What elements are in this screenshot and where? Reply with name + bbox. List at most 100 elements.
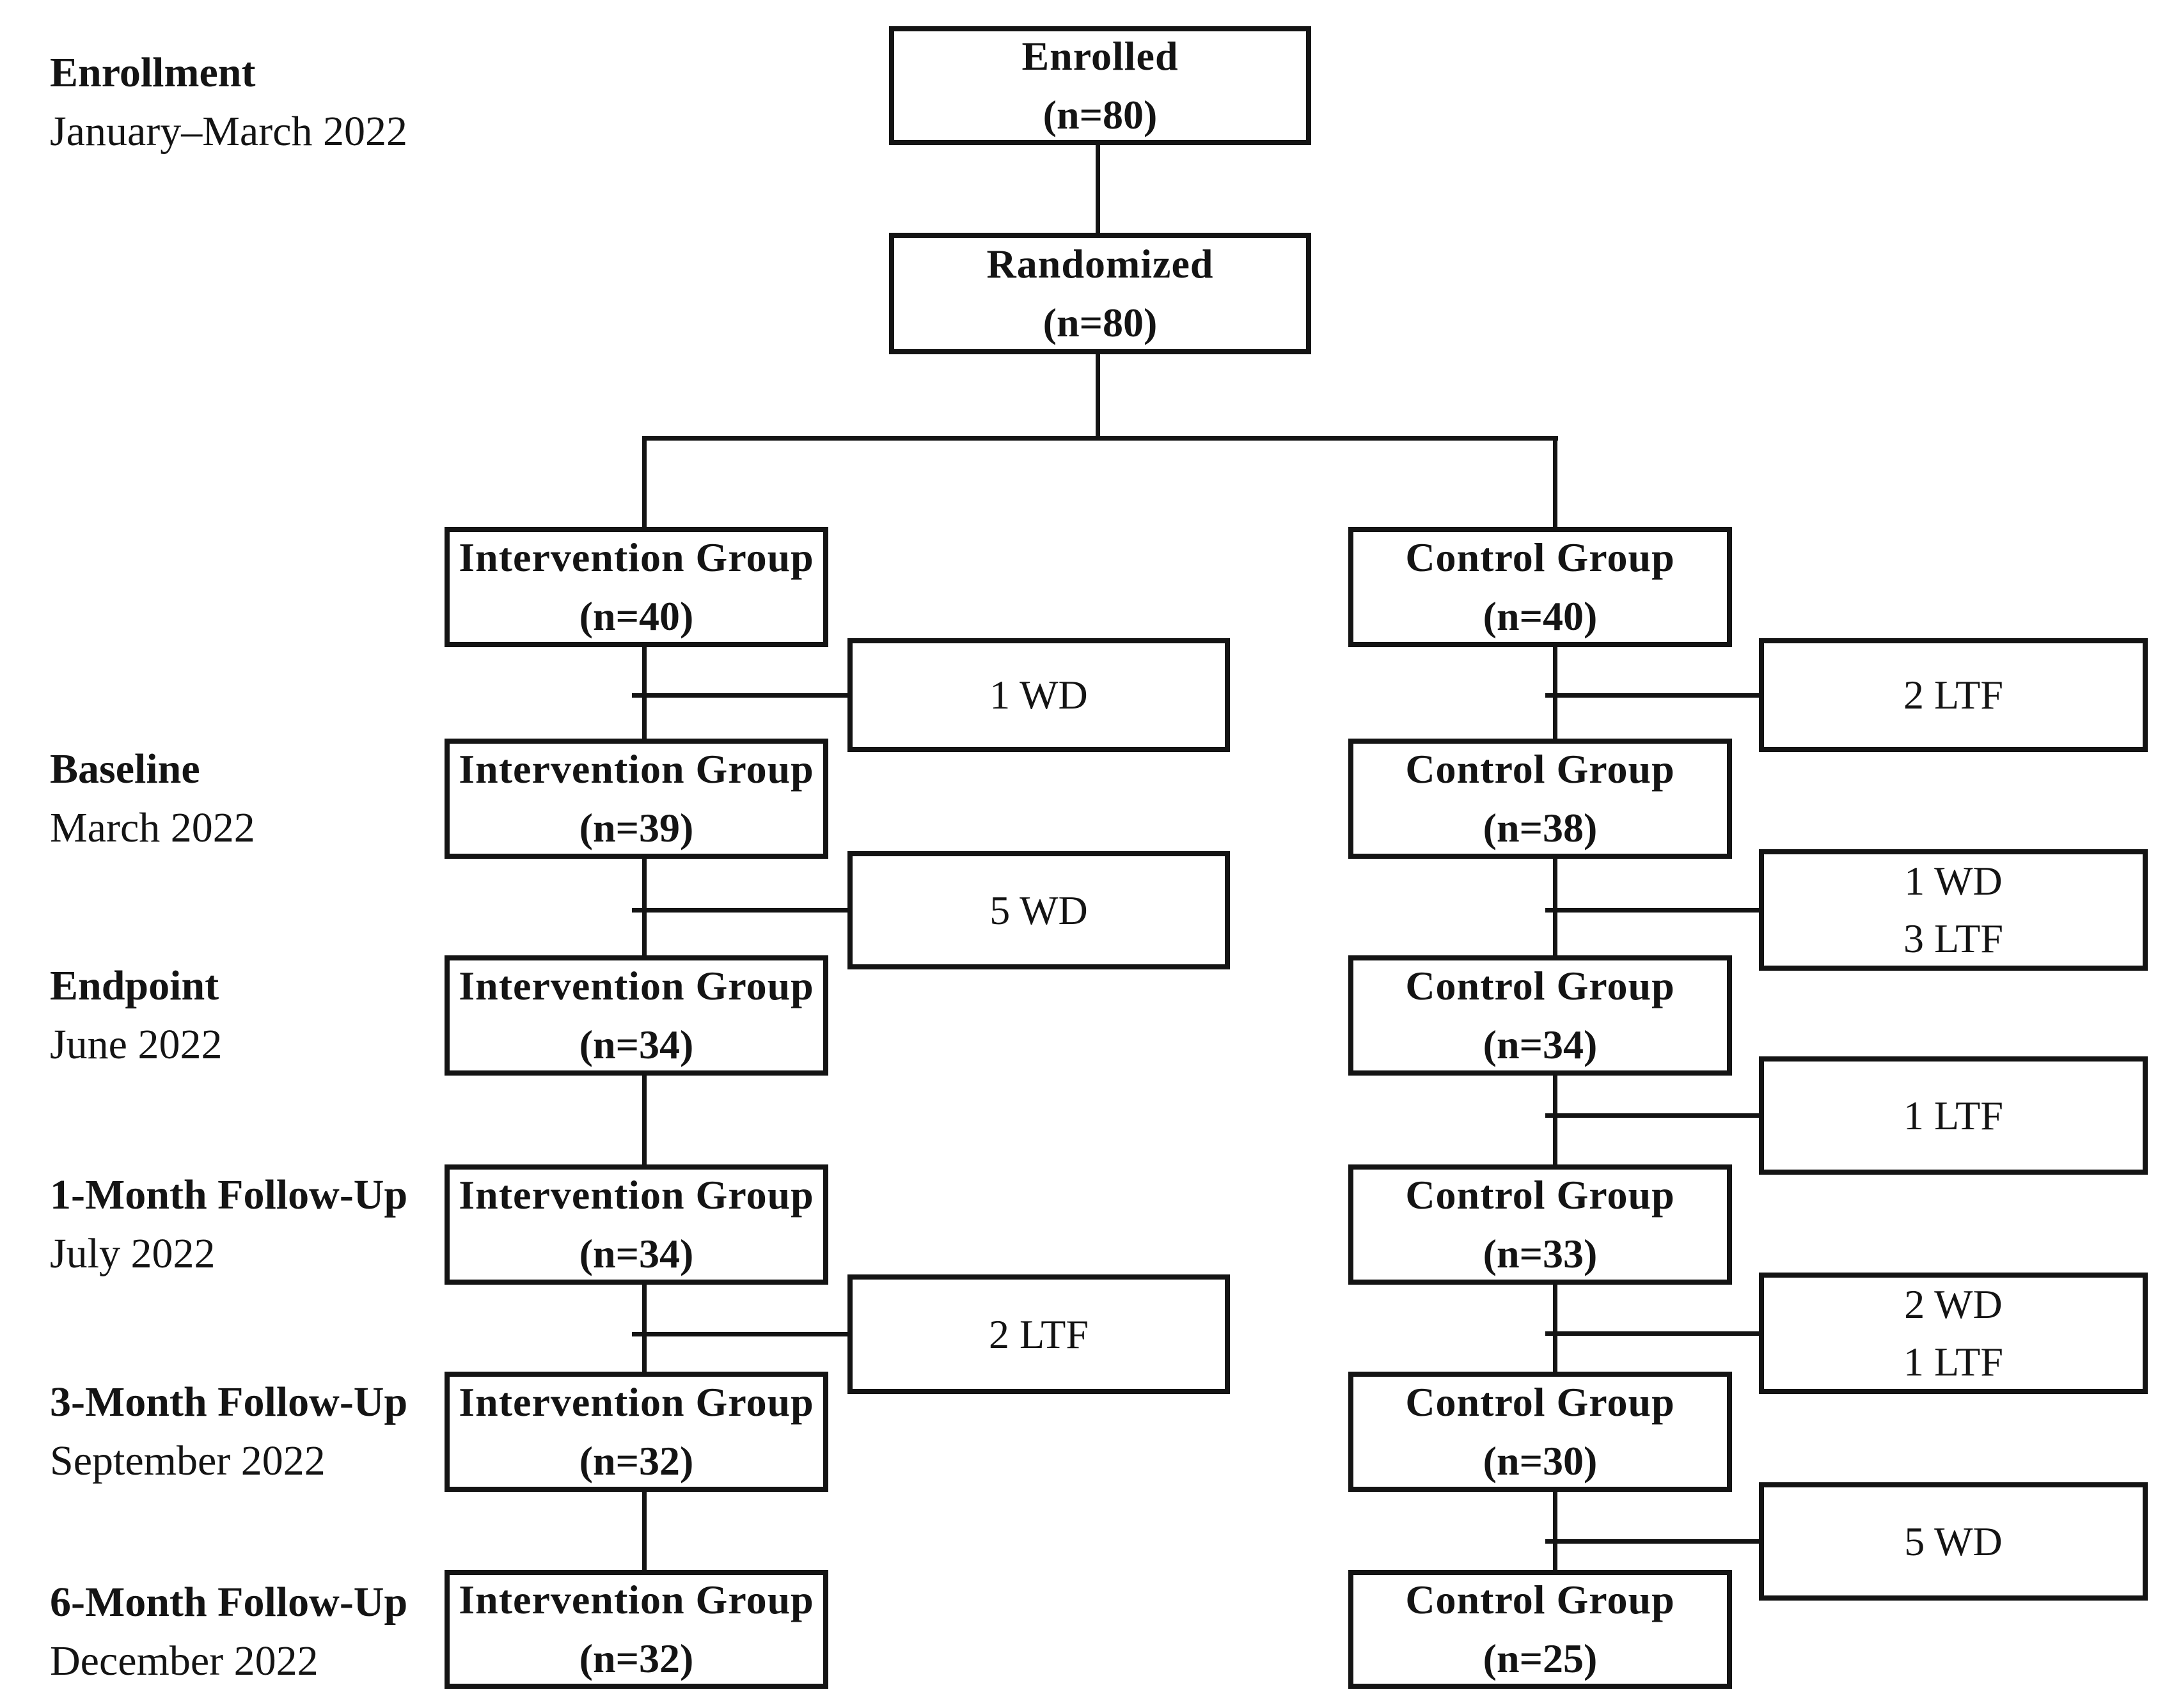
node-title: Control Group (1405, 746, 1675, 792)
node-title: Intervention Group (459, 1577, 814, 1622)
node-count: (n=40) (579, 593, 694, 639)
intervention-box-endpoint: Intervention Group (n=34) (445, 955, 828, 1076)
stage-title: 3-Month Follow-Up (50, 1379, 408, 1425)
attrition-line: 2 LTF (989, 1311, 1089, 1357)
stage-date: December 2022 (50, 1638, 319, 1684)
node-count: (n=32) (579, 1636, 694, 1681)
attrition-line: 1 LTF (1903, 1092, 2003, 1138)
intervention-box-3-month: Intervention Group (n=32) (445, 1372, 828, 1492)
stage-label-enrollment: Enrollment January–March 2022 (50, 43, 407, 161)
connector-stub-control-2-wd-1-ltf (1545, 1331, 1759, 1336)
connector-intervention-allocation-baseline (642, 645, 647, 741)
control-attrition-2-wd-1-ltf: 2 WD 1 LTF (1759, 1273, 2148, 1394)
stage-date: June 2022 (50, 1021, 223, 1068)
control-box-endpoint: Control Group (n=34) (1348, 955, 1732, 1076)
node-title: Intervention Group (459, 746, 814, 792)
connector-intervention-endpoint-1-month (642, 1073, 647, 1167)
connector-control-endpoint-1-month (1553, 1073, 1557, 1167)
randomized-box: Randomized (n=80) (889, 233, 1311, 354)
connector-split-bar (642, 436, 1558, 441)
attrition-line: 1 WD (1904, 858, 2003, 904)
control-box-1-month: Control Group (n=33) (1348, 1164, 1732, 1285)
connector-intervention-3-month-6-month (642, 1489, 647, 1572)
control-box-allocation: Control Group (n=40) (1348, 527, 1732, 647)
intervention-box-1-month: Intervention Group (n=34) (445, 1164, 828, 1285)
stage-title: 6-Month Follow-Up (50, 1579, 408, 1626)
stage-title: 1-Month Follow-Up (50, 1171, 408, 1218)
node-title: Enrolled (1021, 33, 1179, 79)
stage-label-1-month-follow-up: 1-Month Follow-Up July 2022 (50, 1166, 407, 1283)
stage-title: Baseline (50, 746, 200, 792)
intervention-box-allocation: Intervention Group (n=40) (445, 527, 828, 647)
connector-randomized-split (1096, 352, 1100, 441)
stage-date: July 2022 (50, 1230, 216, 1277)
intervention-attrition-5-wd: 5 WD (847, 851, 1230, 969)
control-box-6-month: Control Group (n=25) (1348, 1570, 1732, 1689)
enrolled-box: Enrolled (n=80) (889, 26, 1311, 145)
node-title: Intervention Group (459, 1172, 814, 1218)
connector-stub-control-1-ltf (1545, 1113, 1759, 1118)
stage-label-endpoint: Endpoint June 2022 (50, 957, 222, 1074)
stage-date: September 2022 (50, 1438, 326, 1484)
control-attrition-1-wd-3-ltf: 1 WD 3 LTF (1759, 849, 2148, 971)
control-attrition-1-ltf: 1 LTF (1759, 1056, 2148, 1175)
stage-label-baseline: Baseline March 2022 (50, 740, 255, 858)
node-count: (n=30) (1483, 1438, 1598, 1484)
node-count: (n=25) (1483, 1636, 1598, 1681)
connector-stub-intervention-2-ltf (632, 1332, 847, 1336)
stage-title: Enrollment (50, 49, 256, 96)
intervention-attrition-1-wd: 1 WD (847, 638, 1230, 752)
attrition-line: 1 LTF (1903, 1339, 2003, 1384)
connector-control-3-month-6-month (1553, 1489, 1557, 1572)
intervention-attrition-2-ltf: 2 LTF (847, 1274, 1230, 1394)
attrition-line: 5 WD (989, 887, 1088, 933)
connector-control-1-month-3-month (1553, 1282, 1557, 1374)
node-count: (n=34) (579, 1022, 694, 1067)
control-attrition-5-wd: 5 WD (1759, 1482, 2148, 1601)
node-count: (n=34) (1483, 1022, 1598, 1067)
control-box-3-month: Control Group (n=30) (1348, 1372, 1732, 1492)
stage-title: Endpoint (50, 962, 219, 1009)
attrition-line: 3 LTF (1903, 916, 2003, 961)
node-count: (n=80) (1043, 300, 1158, 345)
node-title: Control Group (1405, 1577, 1675, 1622)
node-count: (n=40) (1483, 593, 1598, 639)
intervention-box-6-month: Intervention Group (n=32) (445, 1570, 828, 1689)
control-attrition-2-ltf: 2 LTF (1759, 638, 2148, 752)
node-count: (n=39) (579, 805, 694, 850)
node-count: (n=38) (1483, 805, 1598, 850)
connector-enrolled-randomized (1096, 142, 1100, 235)
node-title: Control Group (1405, 1379, 1675, 1425)
connector-stub-control-5-wd (1545, 1539, 1759, 1544)
attrition-line: 2 LTF (1903, 672, 2003, 717)
node-title: Intervention Group (459, 963, 814, 1008)
attrition-line: 2 WD (1904, 1281, 2003, 1327)
node-count: (n=32) (579, 1438, 694, 1484)
node-title: Intervention Group (459, 1379, 814, 1425)
stage-label-6-month-follow-up: 6-Month Follow-Up December 2022 (50, 1573, 407, 1691)
attrition-line: 5 WD (1904, 1518, 2003, 1564)
connector-stub-intervention-5-wd (632, 908, 847, 913)
connector-split-intervention (642, 436, 647, 529)
connector-control-allocation-baseline (1553, 645, 1557, 741)
stage-date: January–March 2022 (50, 108, 408, 155)
node-title: Intervention Group (459, 535, 814, 580)
node-count: (n=33) (1483, 1231, 1598, 1276)
attrition-line: 1 WD (989, 672, 1088, 717)
connector-control-baseline-endpoint (1553, 856, 1557, 958)
stage-label-3-month-follow-up: 3-Month Follow-Up September 2022 (50, 1373, 407, 1491)
connector-stub-control-1-wd-3-ltf (1545, 908, 1759, 913)
node-title: Randomized (986, 241, 1214, 286)
connector-intervention-baseline-endpoint (642, 856, 647, 958)
node-count: (n=34) (579, 1231, 694, 1276)
connector-intervention-1-month-3-month (642, 1282, 647, 1374)
node-title: Control Group (1405, 1172, 1675, 1218)
control-box-baseline: Control Group (n=38) (1348, 739, 1732, 859)
connector-stub-intervention-1-wd (632, 693, 847, 698)
connector-stub-control-2-ltf (1545, 693, 1759, 698)
stage-date: March 2022 (50, 804, 255, 851)
intervention-box-baseline: Intervention Group (n=39) (445, 739, 828, 859)
node-count: (n=80) (1043, 92, 1158, 137)
node-title: Control Group (1405, 535, 1675, 580)
